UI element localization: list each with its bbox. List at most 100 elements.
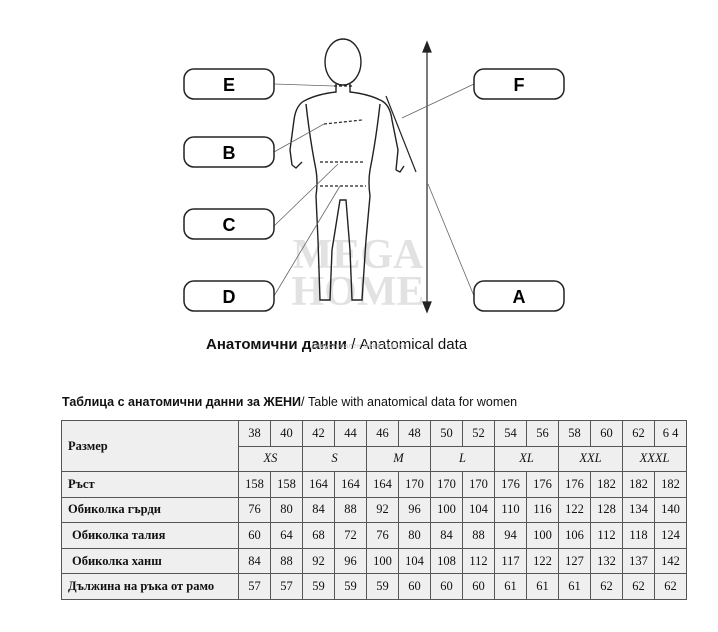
- value-cell: 128: [590, 496, 623, 524]
- label-b: B: [223, 143, 236, 163]
- value-cell: 170: [462, 471, 495, 498]
- value-cell: 116: [526, 496, 559, 524]
- size-cell: 46: [366, 420, 399, 447]
- value-cell: 134: [622, 496, 655, 524]
- label-a: A: [513, 287, 526, 307]
- group-cell: M: [366, 445, 431, 473]
- value-cell: 88: [462, 522, 495, 549]
- value-cell: 57: [238, 573, 271, 600]
- size-header: Размер: [61, 419, 239, 473]
- value-cell: 140: [654, 496, 687, 524]
- value-cell: 112: [590, 522, 623, 549]
- body-silhouette: [289, 38, 405, 301]
- value-cell: 158: [270, 471, 303, 498]
- value-cell: 176: [494, 471, 527, 498]
- label-d: D: [223, 287, 236, 307]
- caption-rest: / Anatomical data: [347, 336, 468, 353]
- table-title: Таблица с анатомични данни за ЖЕНИ/ Tabl…: [62, 395, 517, 409]
- value-cell: 117: [494, 547, 527, 575]
- value-cell: 76: [366, 522, 399, 549]
- value-cell: 118: [622, 522, 655, 549]
- value-cell: 60: [238, 522, 271, 549]
- table-title-bold: Таблица с анатомични данни за ЖЕНИ: [62, 395, 302, 409]
- group-cell: XXXL: [622, 445, 687, 473]
- label-box-f: F: [473, 68, 565, 100]
- leader-lines: [273, 83, 475, 297]
- anatomical-figure: HOME MEGA E F B C: [183, 38, 565, 315]
- row-label: Обиколка ханш: [61, 547, 239, 575]
- value-cell: 96: [398, 496, 431, 524]
- group-cell: L: [430, 445, 495, 473]
- value-cell: 60: [430, 573, 463, 600]
- value-cell: 64: [270, 522, 303, 549]
- size-cell: 50: [430, 420, 463, 447]
- group-cell: XL: [494, 445, 559, 473]
- group-cell: S: [302, 445, 367, 473]
- value-cell: 92: [366, 496, 399, 524]
- label-f: F: [514, 75, 525, 95]
- measurement-marks: [320, 40, 432, 314]
- value-cell: 176: [558, 471, 591, 498]
- label-box-b: B: [183, 136, 275, 168]
- value-cell: 142: [654, 547, 687, 575]
- value-cell: 122: [526, 547, 559, 575]
- value-cell: 80: [398, 522, 431, 549]
- size-cell: 58: [558, 420, 591, 447]
- group-cell: XS: [238, 445, 303, 473]
- size-cell: 38: [238, 420, 271, 447]
- label-c: C: [223, 215, 236, 235]
- watermark-mega: MEGA: [293, 232, 424, 278]
- value-cell: 164: [302, 471, 335, 498]
- size-cell: 42: [302, 420, 335, 447]
- size-cell: 62: [622, 420, 655, 447]
- value-cell: 60: [398, 573, 431, 600]
- value-cell: 106: [558, 522, 591, 549]
- value-cell: 61: [558, 573, 591, 600]
- value-cell: 137: [622, 547, 655, 575]
- caption-bold: Анатомични данни: [206, 336, 348, 353]
- value-cell: 61: [526, 573, 559, 600]
- size-cell: 56: [526, 420, 559, 447]
- value-cell: 170: [398, 471, 431, 498]
- table-title-rest: / Table with anatomical data for women: [301, 395, 518, 409]
- value-cell: 182: [622, 471, 655, 498]
- value-cell: 182: [590, 471, 623, 498]
- size-cell: 48: [398, 420, 431, 447]
- value-cell: 88: [334, 496, 367, 524]
- label-box-e: E: [183, 68, 275, 100]
- value-cell: 170: [430, 471, 463, 498]
- label-box-c: C: [183, 208, 275, 240]
- value-cell: 84: [302, 496, 335, 524]
- size-cell: 52: [462, 420, 495, 447]
- value-cell: 104: [398, 547, 431, 575]
- value-cell: 122: [558, 496, 591, 524]
- value-cell: 88: [270, 547, 303, 575]
- value-cell: 112: [462, 547, 495, 575]
- value-cell: 158: [238, 471, 271, 498]
- size-cell: 54: [494, 420, 527, 447]
- watermark-home: HOME: [292, 269, 425, 315]
- value-cell: 72: [334, 522, 367, 549]
- value-cell: 80: [270, 496, 303, 524]
- value-cell: 176: [526, 471, 559, 498]
- figure-caption: Анатомични данни / Anatomical data: [206, 336, 467, 353]
- value-cell: 182: [654, 471, 687, 498]
- value-cell: 110: [494, 496, 527, 524]
- row-label: Дължина на ръка от рамо: [61, 573, 239, 600]
- value-cell: 76: [238, 496, 271, 524]
- value-cell: 127: [558, 547, 591, 575]
- value-cell: 96: [334, 547, 367, 575]
- value-cell: 62: [654, 573, 687, 600]
- size-cell: 6 4: [654, 420, 687, 447]
- row-label: Ръст: [61, 471, 239, 498]
- value-cell: 61: [494, 573, 527, 600]
- groups-row: XS S M L XL XXL XXXL: [62, 445, 687, 473]
- value-cell: 100: [430, 496, 463, 524]
- label-e: E: [223, 75, 235, 95]
- row-label: Обиколка гърди: [61, 496, 239, 524]
